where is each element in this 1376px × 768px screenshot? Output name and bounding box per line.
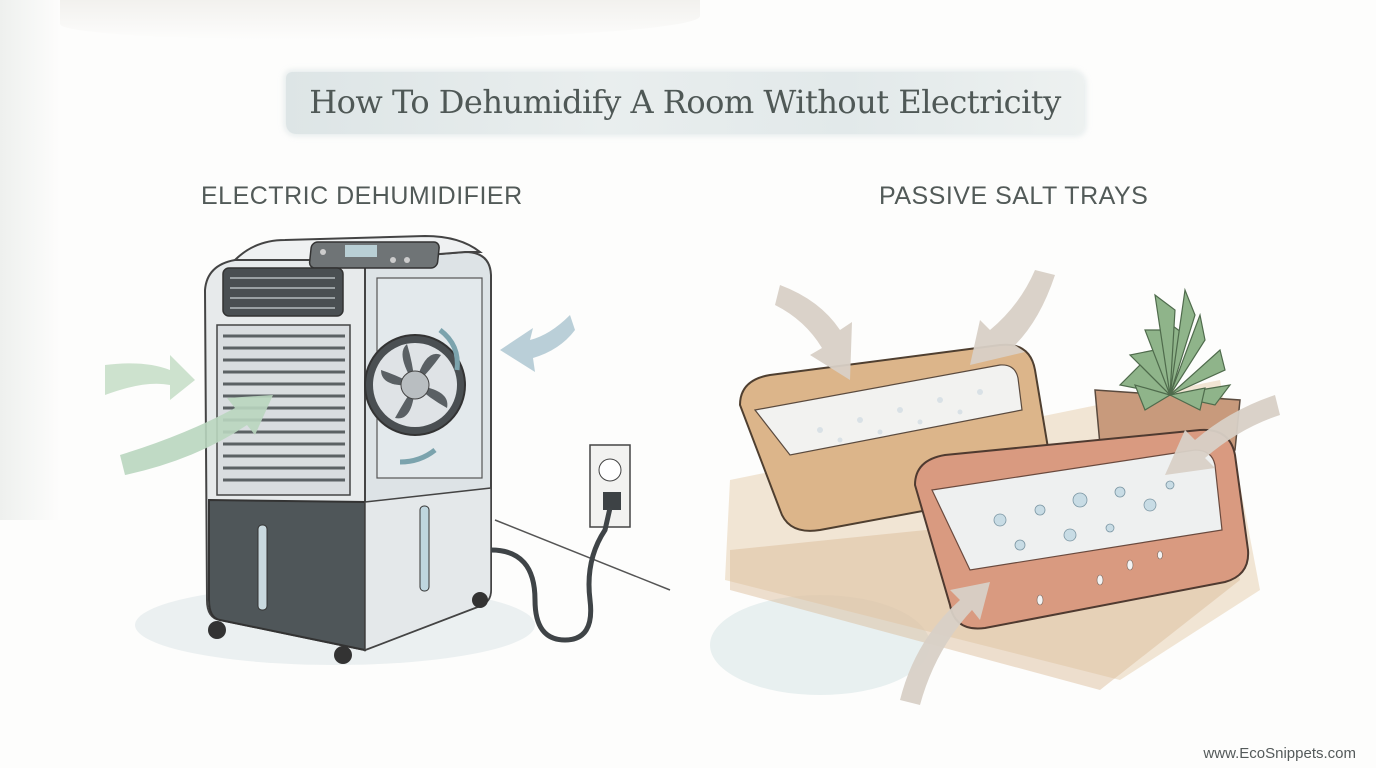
moisture-arrow-2 xyxy=(970,270,1055,365)
airflow-arrow-blue xyxy=(500,315,575,372)
moisture-arrow-1 xyxy=(775,285,852,380)
salt-trays-illustration xyxy=(710,270,1280,705)
dehumidifier-body xyxy=(203,234,492,664)
watermark: www.EcoSnippets.com xyxy=(1203,745,1356,762)
moisture-arrow-3 xyxy=(1165,395,1280,475)
page-title: How To Dehumidify A Room Without Electri… xyxy=(309,83,1061,121)
title-banner xyxy=(286,72,1084,134)
watercolor-wash-top xyxy=(60,0,700,40)
airflow-arrow-green-1 xyxy=(105,355,195,400)
panel-label-passive-salt-trays: PASSIVE SALT TRAYS xyxy=(879,182,1149,210)
airflow-arrow-green-2 xyxy=(120,395,273,475)
water-tray xyxy=(913,428,1250,630)
panel-label-electric-dehumidifier: ELECTRIC DEHUMIDIFIER xyxy=(201,182,523,210)
dehumidifier-illustration xyxy=(105,234,671,665)
watercolor-wash-left xyxy=(0,0,60,520)
power-cord xyxy=(490,507,613,643)
moisture-arrow-4 xyxy=(900,582,990,705)
succulent-plant xyxy=(1094,287,1241,451)
